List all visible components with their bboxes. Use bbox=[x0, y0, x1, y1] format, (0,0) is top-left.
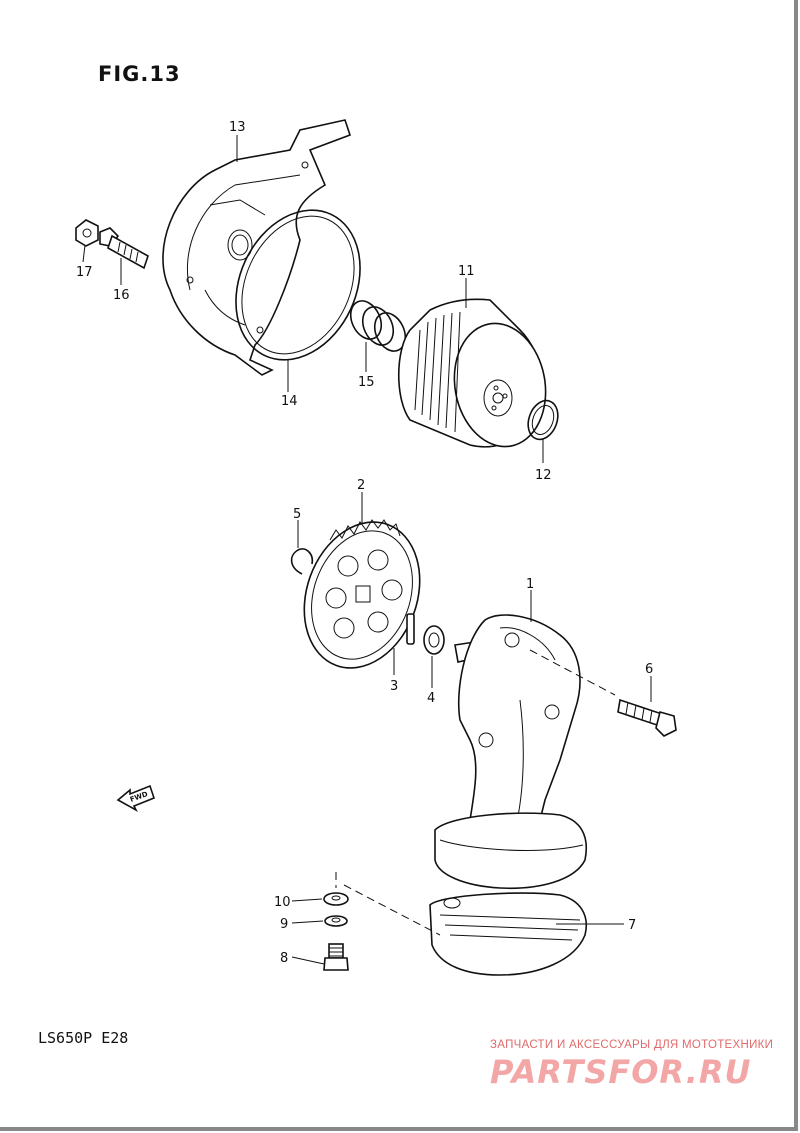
part-17-washer bbox=[75, 219, 99, 247]
callout-10: 10 bbox=[274, 895, 291, 910]
callout-6: 6 bbox=[645, 662, 653, 677]
part-4-washer bbox=[423, 625, 445, 655]
callout-2: 2 bbox=[357, 478, 365, 493]
callout-numbers: 1 2 3 4 5 6 7 8 9 10 11 12 13 14 15 16 1… bbox=[76, 120, 653, 966]
callout-9: 9 bbox=[280, 917, 288, 932]
callout-13: 13 bbox=[229, 120, 246, 135]
callout-16: 16 bbox=[113, 288, 130, 303]
part-16-bolt bbox=[99, 227, 149, 270]
part-3-pin bbox=[406, 613, 415, 645]
part-6-bolt bbox=[617, 698, 677, 737]
callout-14: 14 bbox=[281, 394, 298, 409]
fwd-arrow-icon: FWD bbox=[116, 784, 155, 812]
watermark-logo: PARTSFOR.RU bbox=[490, 1053, 752, 1091]
part-8-bolt bbox=[323, 943, 349, 971]
part-12-o-ring bbox=[527, 399, 559, 441]
model-code: LS650P E28 bbox=[38, 1029, 129, 1047]
leader-lines bbox=[82, 135, 652, 965]
callout-12: 12 bbox=[535, 468, 552, 483]
part-5-circlip bbox=[290, 548, 314, 575]
part-10-washer bbox=[323, 892, 349, 906]
part-13-filter-cover bbox=[162, 119, 352, 376]
callout-3: 3 bbox=[390, 679, 398, 694]
callout-5: 5 bbox=[293, 507, 301, 522]
figure-title: FIG.13 bbox=[98, 62, 181, 86]
callout-1: 1 bbox=[526, 577, 534, 592]
part-14-o-ring bbox=[235, 209, 361, 361]
watermark-tagline: ЗАПЧАСТИ И АКСЕССУАРЫ ДЛЯ МОТОТЕХНИКИ bbox=[490, 1039, 774, 1051]
callout-17: 17 bbox=[76, 265, 93, 280]
part-2-driven-gear bbox=[303, 519, 421, 669]
part-15-spring bbox=[349, 300, 407, 352]
part-1-oil-pump bbox=[429, 614, 587, 976]
callout-15: 15 bbox=[358, 375, 375, 390]
part-9-washer bbox=[324, 915, 348, 927]
callout-8: 8 bbox=[280, 951, 288, 966]
callout-11: 11 bbox=[458, 264, 475, 279]
callout-7: 7 bbox=[628, 918, 636, 933]
callout-4: 4 bbox=[427, 691, 435, 706]
part-11-oil-filter bbox=[397, 298, 547, 448]
